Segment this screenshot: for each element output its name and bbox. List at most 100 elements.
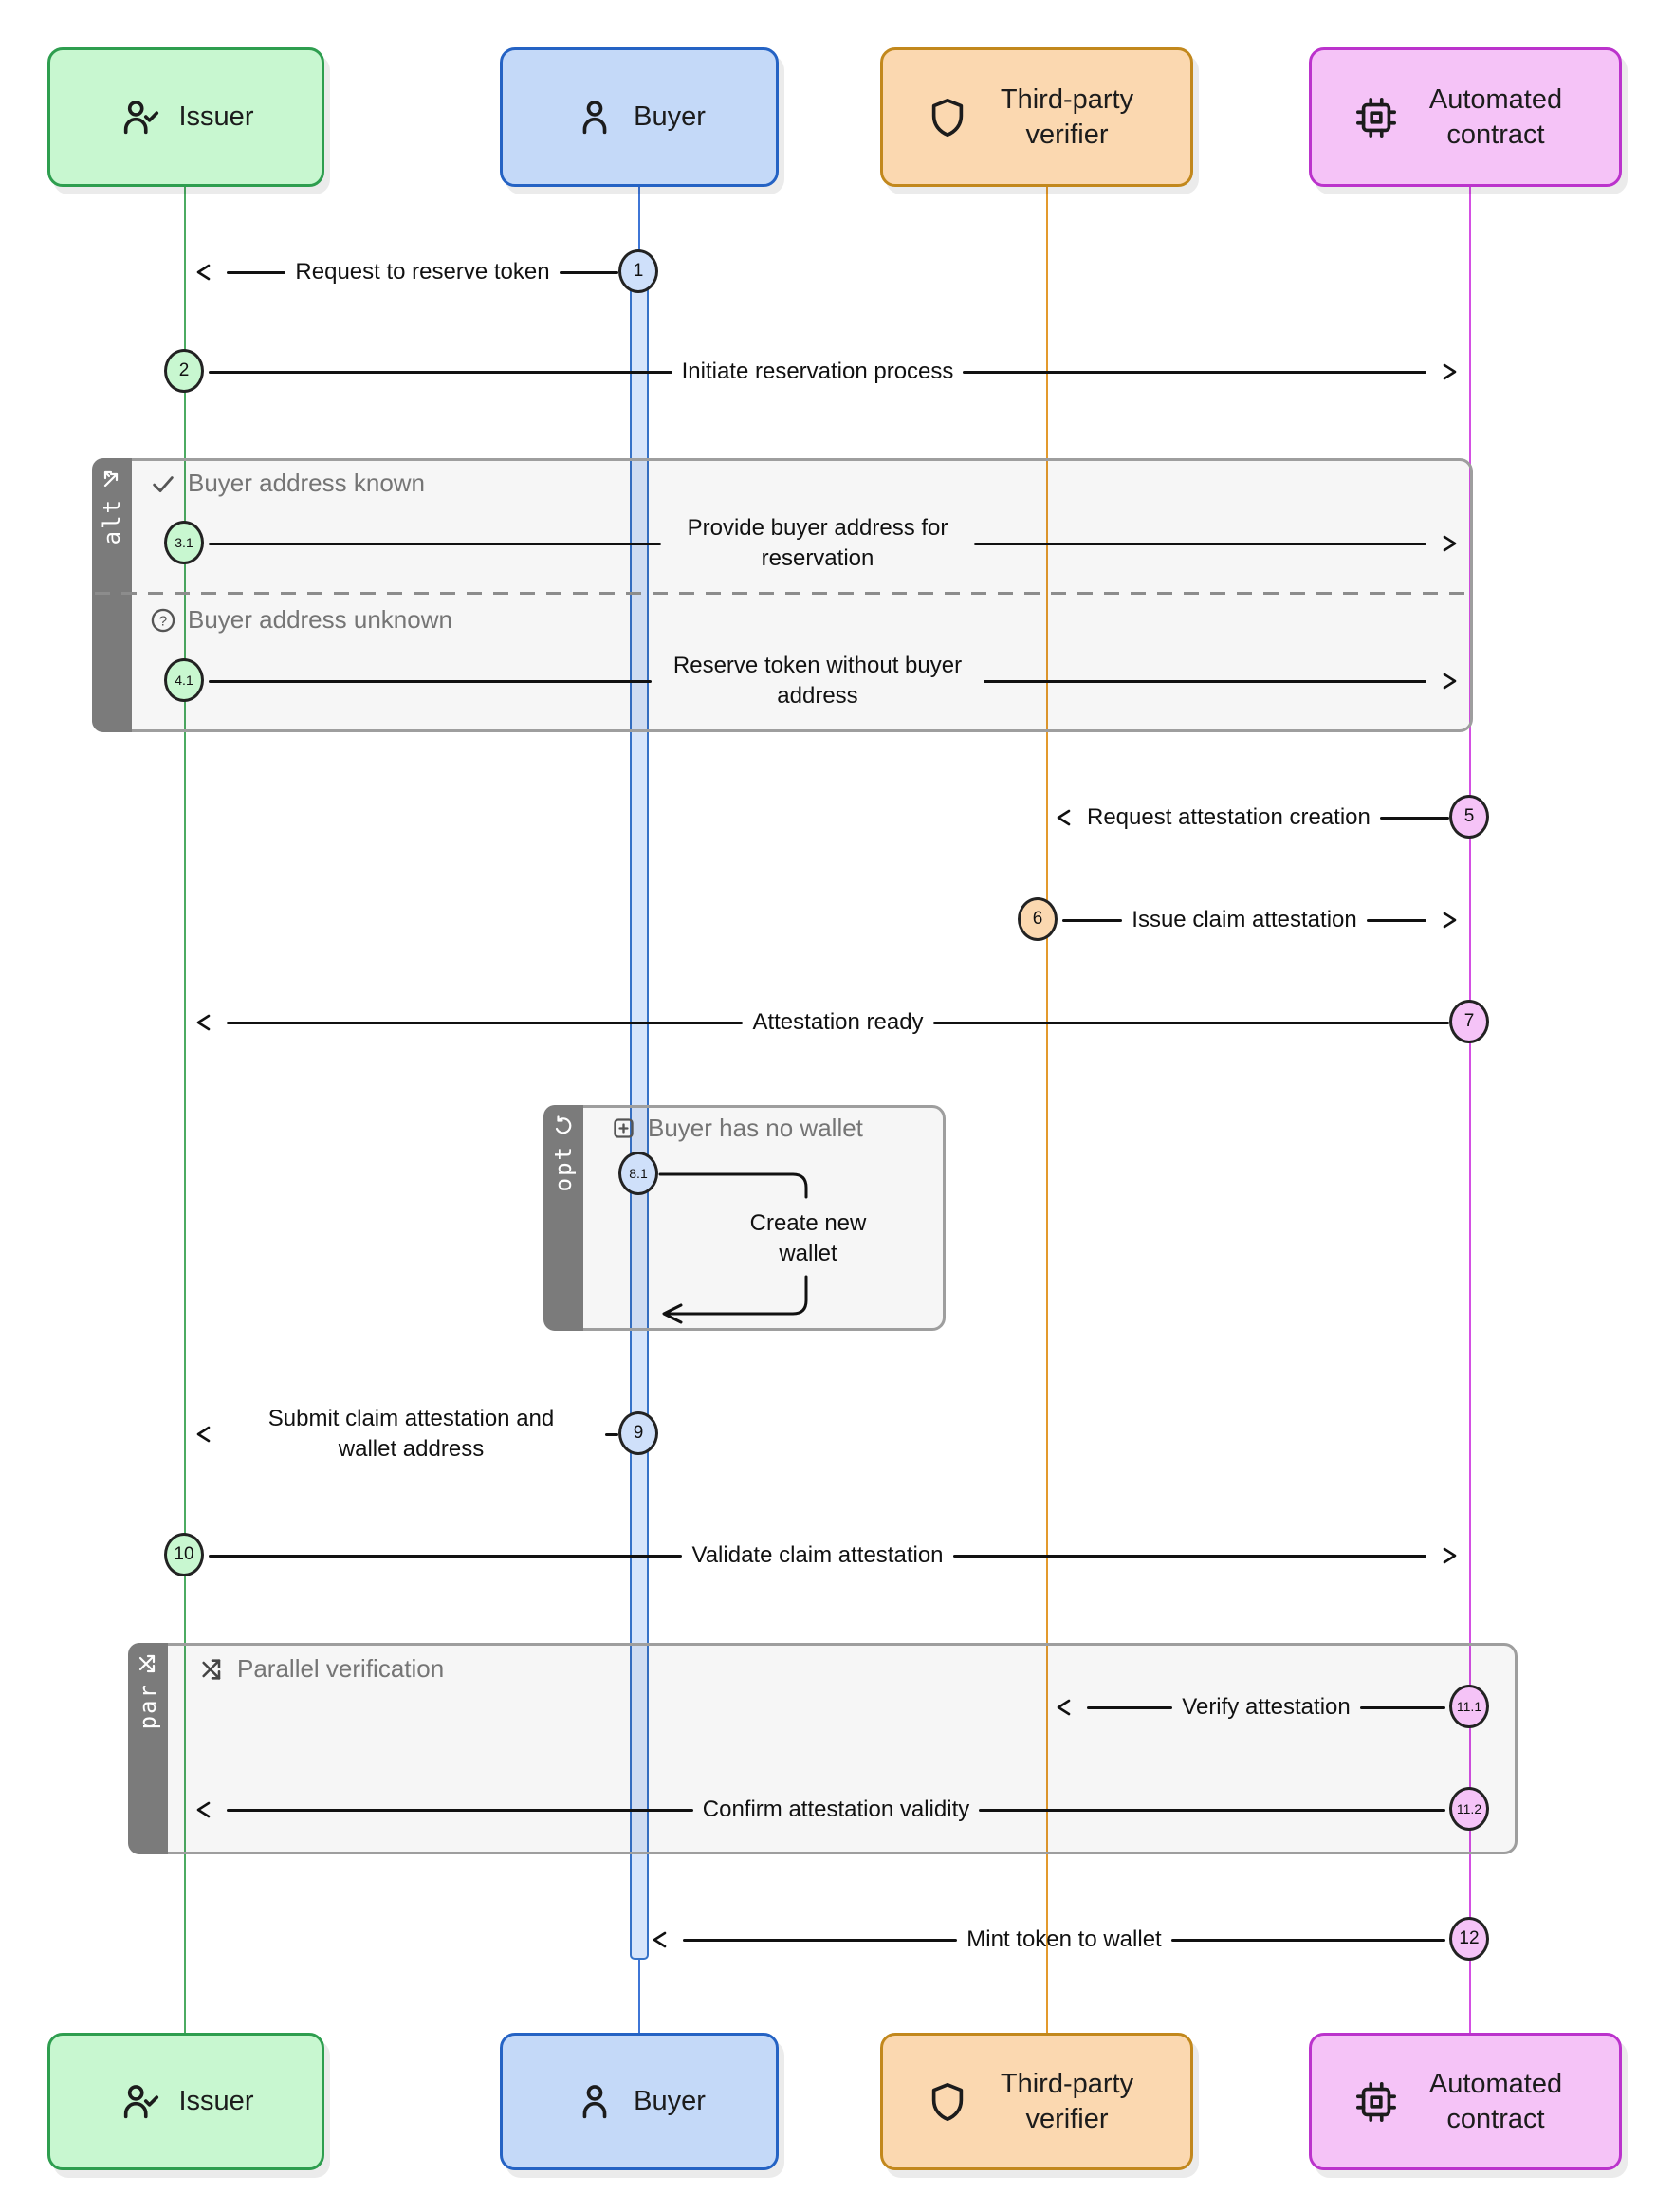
arrowhead-right-icon	[1443, 535, 1457, 552]
seq-circle-1: 1	[618, 249, 658, 293]
seq-circle-5: 5	[1449, 795, 1489, 839]
alt-frame-tab: alt	[92, 458, 132, 732]
par-guard-label: Parallel verification	[237, 1654, 445, 1683]
arrowhead-right-icon	[1443, 673, 1457, 690]
contract-lifeline	[1469, 187, 1471, 2035]
opt-frame-tab: opt	[543, 1105, 583, 1331]
seq-circle-12: 12	[1449, 1917, 1489, 1961]
message-10-label: Validate claim attestation	[691, 1541, 944, 1568]
shuffle-icon	[202, 1658, 221, 1680]
actor-issuer-top: Issuer	[47, 47, 324, 187]
branch-icon	[103, 470, 119, 488]
user-icon	[582, 2084, 607, 2118]
actor-verifier-label: Third-party verifier	[1000, 84, 1134, 150]
message-4-1: Reserve token without buyer address	[209, 648, 1459, 714]
arrowhead-left-icon	[196, 264, 211, 281]
alt-guard-1: Buyer address known	[150, 469, 425, 498]
cpu-icon	[1356, 97, 1396, 138]
user-check-icon	[123, 100, 158, 134]
seq-circle-11-2: 11.2	[1449, 1787, 1489, 1831]
plus-square-icon	[614, 1118, 634, 1138]
arrowhead-left-icon	[653, 1931, 667, 1948]
alt-guard-1-label: Buyer address known	[188, 469, 426, 497]
seq-circle-7: 7	[1449, 1000, 1489, 1043]
actor-issuer-label: Issuer	[178, 2086, 254, 2117]
message-6-label: Issue claim attestation	[1132, 906, 1357, 932]
shield-icon	[931, 2082, 964, 2121]
cpu-icon	[1356, 2081, 1396, 2122]
actor-buyer-label: Buyer	[634, 2086, 706, 2117]
arrowhead-left-icon	[196, 1426, 211, 1443]
message-2-label: Initiate reservation process	[681, 358, 954, 384]
verifier-lifeline	[1046, 187, 1048, 2035]
alt-divider	[95, 592, 1470, 595]
seq-circle-10: 10	[164, 1533, 204, 1576]
actor-verifier-top: Third-party verifier	[880, 47, 1193, 187]
actor-contract-bottom: Automated contract	[1309, 2033, 1622, 2170]
actor-buyer-top: Buyer	[500, 47, 779, 187]
message-12-label: Mint token to wallet	[966, 1926, 1162, 1952]
alt-guard-2: ? Buyer address unknown	[150, 605, 452, 635]
arrowhead-left-icon	[196, 1014, 211, 1031]
seq-circle-4-1: 4.1	[164, 658, 204, 702]
opt-guard-label: Buyer has no wallet	[648, 1114, 863, 1142]
message-11-2-label: Confirm attestation validity	[702, 1796, 970, 1822]
message-11-2: Confirm attestation validity	[194, 1788, 1446, 1832]
message-5: Request attestation creation	[1055, 796, 1449, 839]
actor-issuer-bottom: Issuer	[47, 2033, 324, 2170]
message-3-1-label: Provide buyer address for reservation	[687, 514, 948, 571]
message-1: Request to reserve token	[194, 250, 618, 294]
opt-guard: Buyer has no wallet	[611, 1114, 863, 1143]
opt-frame: opt	[543, 1105, 946, 1331]
redo-icon	[555, 1115, 572, 1134]
message-9: Submit claim attestation and wallet addr…	[194, 1401, 618, 1467]
seq-circle-2: 2	[164, 349, 204, 393]
seq-circle-8-1: 8.1	[618, 1152, 658, 1195]
actor-buyer-bottom: Buyer	[500, 2033, 779, 2170]
par-guard: Parallel verification	[199, 1654, 444, 1684]
shield-icon	[931, 98, 964, 137]
message-12: Mint token to wallet	[651, 1918, 1445, 1962]
arrowhead-left-icon	[1057, 809, 1071, 826]
message-2: Initiate reservation process	[209, 350, 1459, 394]
check-icon	[153, 475, 174, 492]
actor-verifier-bottom: Third-party verifier	[880, 2033, 1193, 2170]
message-7: Attestation ready	[194, 1001, 1450, 1044]
question-icon: ?	[151, 608, 175, 632]
shuffle-icon	[138, 1654, 156, 1673]
seq-circle-9: 9	[618, 1411, 658, 1455]
svg-text:?: ?	[159, 613, 167, 629]
par-frame: par	[128, 1643, 1518, 1854]
issuer-lifeline	[184, 187, 186, 2035]
alt-guard-2-label: Buyer address unknown	[188, 605, 452, 634]
message-3-1: Provide buyer address for reservation	[209, 510, 1459, 577]
message-10: Validate claim attestation	[209, 1534, 1459, 1577]
actor-contract-top: Automated contract	[1309, 47, 1622, 187]
seq-circle-11-1: 11.1	[1449, 1685, 1489, 1728]
seq-circle-3-1: 3.1	[164, 521, 204, 564]
actor-contract-label: Automated contract	[1428, 2069, 1563, 2134]
arrowhead-left-icon	[1057, 1699, 1071, 1716]
message-1-label: Request to reserve token	[295, 258, 550, 285]
arrowhead-right-icon	[1443, 363, 1457, 380]
actor-verifier-label: Third-party verifier	[1000, 2069, 1134, 2134]
message-9-label: Submit claim attestation and wallet addr…	[267, 1405, 555, 1462]
user-check-icon	[123, 2084, 158, 2118]
message-4-1-label: Reserve token without buyer address	[672, 652, 963, 709]
message-11-1: Verify attestation	[1055, 1686, 1445, 1729]
actor-issuer-label: Issuer	[178, 101, 254, 133]
message-6: Issue claim attestation	[1062, 898, 1459, 942]
seq-circle-6: 6	[1018, 897, 1058, 941]
arrowhead-left-icon	[196, 1801, 211, 1818]
user-icon	[582, 100, 607, 134]
message-7-label: Attestation ready	[752, 1008, 924, 1035]
message-5-label: Request attestation creation	[1087, 803, 1371, 830]
arrowhead-right-icon	[1443, 912, 1457, 929]
arrowhead-right-icon	[1443, 1547, 1457, 1564]
message-11-1-label: Verify attestation	[1182, 1693, 1351, 1720]
actor-buyer-label: Buyer	[634, 101, 706, 133]
actor-contract-label: Automated contract	[1428, 84, 1563, 150]
alt-frame: alt	[92, 458, 1473, 732]
